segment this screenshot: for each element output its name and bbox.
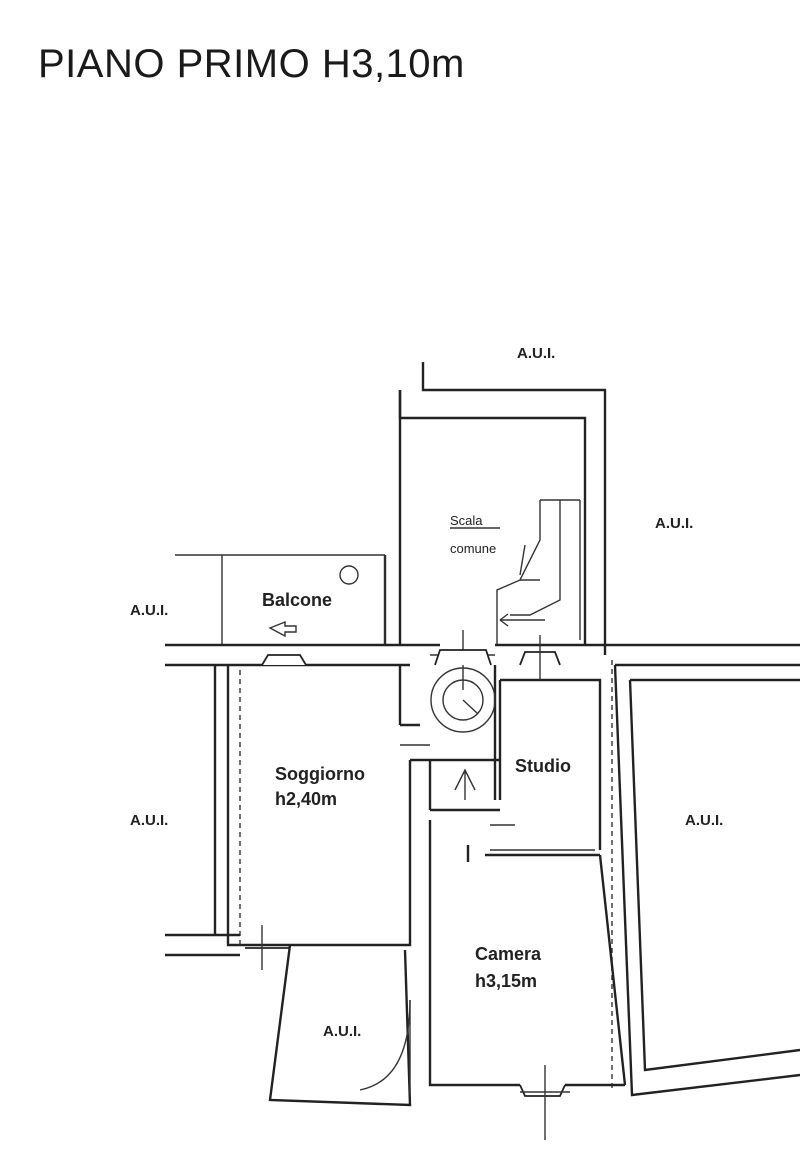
aui-right-upper-label: A.U.I. xyxy=(655,515,693,532)
comune-label: comune xyxy=(450,541,496,556)
soggiorno-height-label: h2,40m xyxy=(275,789,337,809)
balcone xyxy=(175,554,386,645)
scala-label: Scala xyxy=(450,513,483,528)
aui-top-label: A.U.I. xyxy=(517,345,555,362)
aui-bottom-label: A.U.I. xyxy=(323,1023,361,1040)
spiral-stair-symbol xyxy=(430,630,496,733)
aui-left-upper-label: A.U.I. xyxy=(130,602,168,619)
balcone-label: Balcone xyxy=(262,590,332,610)
plan-title: PIANO PRIMO H3,10m xyxy=(38,42,465,86)
studio-label: Studio xyxy=(515,756,571,776)
camera-height-label: h3,15m xyxy=(475,971,537,991)
camera xyxy=(428,820,627,1140)
soggiorno-label: Soggiorno xyxy=(275,764,365,784)
right-boundary xyxy=(613,664,800,1097)
aui-left-middle-label: A.U.I. xyxy=(130,812,168,829)
soggiorno xyxy=(213,654,500,947)
main-walls xyxy=(165,643,800,682)
lower-landing xyxy=(165,925,412,1107)
stair-block xyxy=(383,362,607,655)
studio xyxy=(498,635,613,1090)
camera-label: Camera xyxy=(475,944,542,964)
aui-right-middle-label: A.U.I. xyxy=(685,812,723,829)
